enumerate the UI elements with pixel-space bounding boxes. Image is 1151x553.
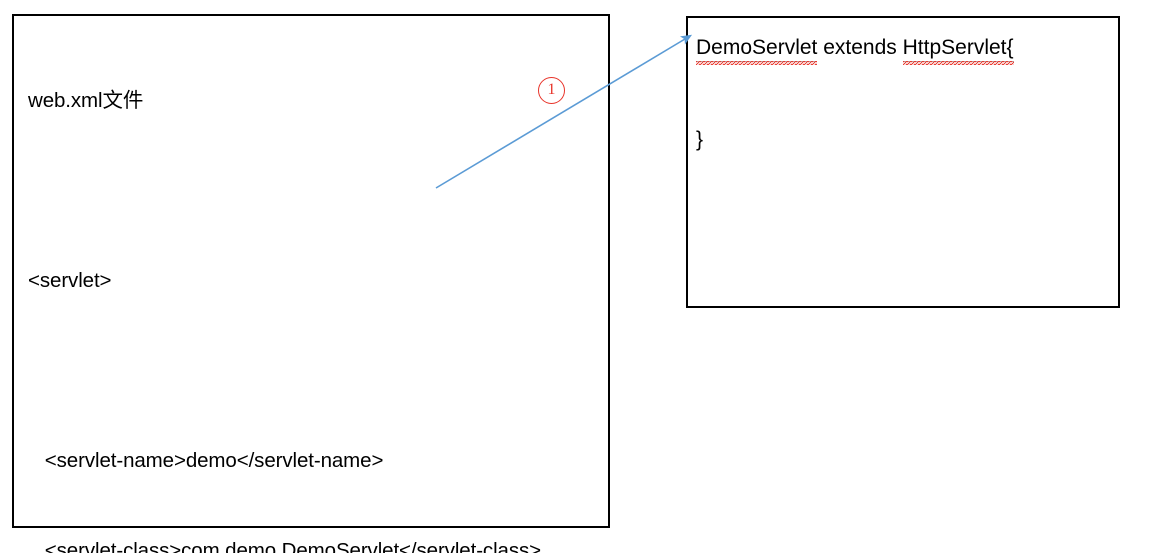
webxml-panel: web.xml文件 <servlet> <servlet-name>demo</…: [12, 14, 610, 553]
servlet-class-close-tag: </servlet-class>: [399, 539, 541, 553]
blank-line-5: [696, 94, 1014, 124]
servlet-class-open-tag: <servlet-class>: [28, 539, 182, 553]
superclass-token: HttpServlet{: [902, 32, 1014, 65]
extends-keyword: extends: [817, 36, 903, 59]
class-name-token: DemoServlet: [696, 32, 818, 65]
blank-line-4: [696, 64, 1014, 94]
servlet-class-line: <servlet-class>com.demo.DemoServlet</ser…: [28, 536, 602, 553]
servlet-class-panel: DemoServlet extends HttpServlet{}: [686, 16, 1120, 308]
class-declaration-line: DemoServlet extends HttpServlet{: [696, 32, 1014, 65]
servlet-class-value: com.demo.DemoServlet: [181, 536, 399, 553]
servlet-name-line: <servlet-name>demo</servlet-name>: [28, 449, 384, 472]
callout-marker-1: 1: [538, 77, 565, 104]
webxml-title-line: web.xml文件: [28, 89, 144, 112]
servlet-open-tag-line: <servlet>: [28, 269, 112, 292]
closing-brace-line: }: [696, 128, 704, 151]
blank-line-2: [28, 356, 602, 386]
blank-line-1: [28, 176, 602, 206]
servlet-class-code-block: DemoServlet extends HttpServlet{}: [696, 32, 1014, 156]
webxml-code-block: web.xml文件 <servlet> <servlet-name>demo</…: [28, 26, 602, 553]
